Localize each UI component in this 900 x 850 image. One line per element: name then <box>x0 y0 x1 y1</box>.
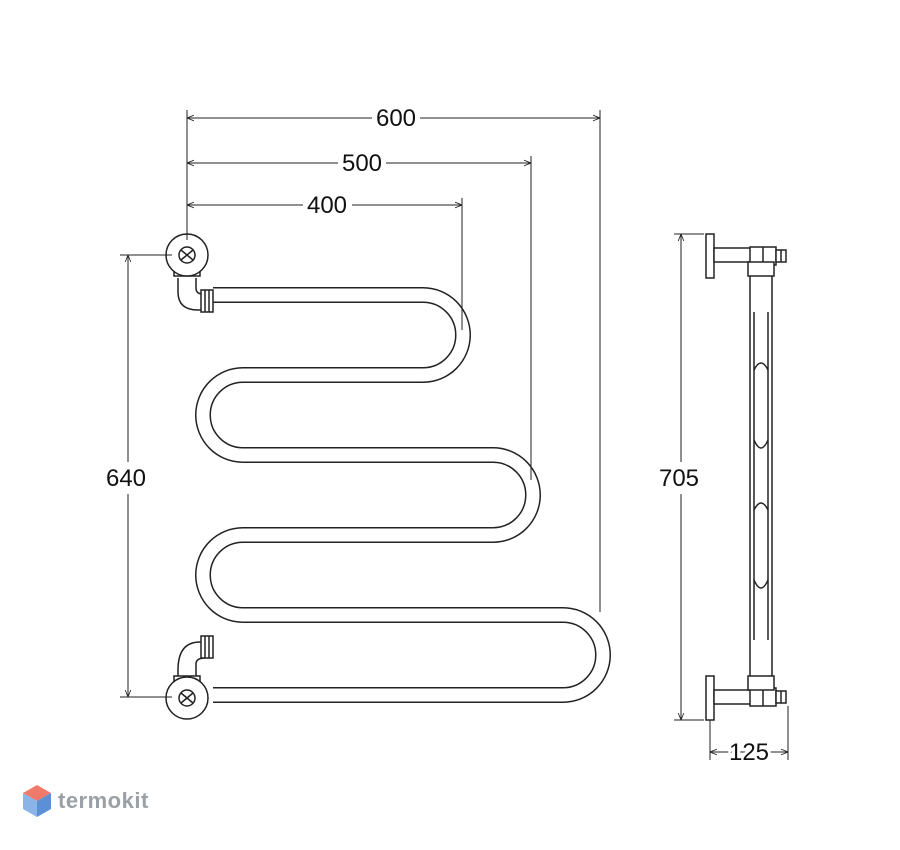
upper-wall-plate <box>705 233 715 279</box>
dim-label-600: 600 <box>376 105 416 132</box>
watermark-text: termokit <box>58 788 149 813</box>
serpentine-pipe-inner <box>196 288 610 702</box>
upper-wall-mount <box>165 233 209 277</box>
front-dimensions <box>120 110 601 698</box>
side-dimensions <box>674 233 789 760</box>
side-view <box>705 233 787 721</box>
lower-wall-plate <box>705 675 715 721</box>
dim-label-500: 500 <box>342 150 382 177</box>
lower-wall-mount <box>165 676 209 720</box>
dim-label-400: 400 <box>307 192 347 219</box>
dim-label-125: 125 <box>729 739 769 766</box>
serpentine-pipe-outer <box>195 287 611 703</box>
dim-label-640: 640 <box>106 465 146 492</box>
hexagon-cube-icon <box>23 785 51 817</box>
dim-label-705: 705 <box>659 465 699 492</box>
termokit-watermark: termokit <box>22 784 149 818</box>
front-view <box>165 233 611 720</box>
